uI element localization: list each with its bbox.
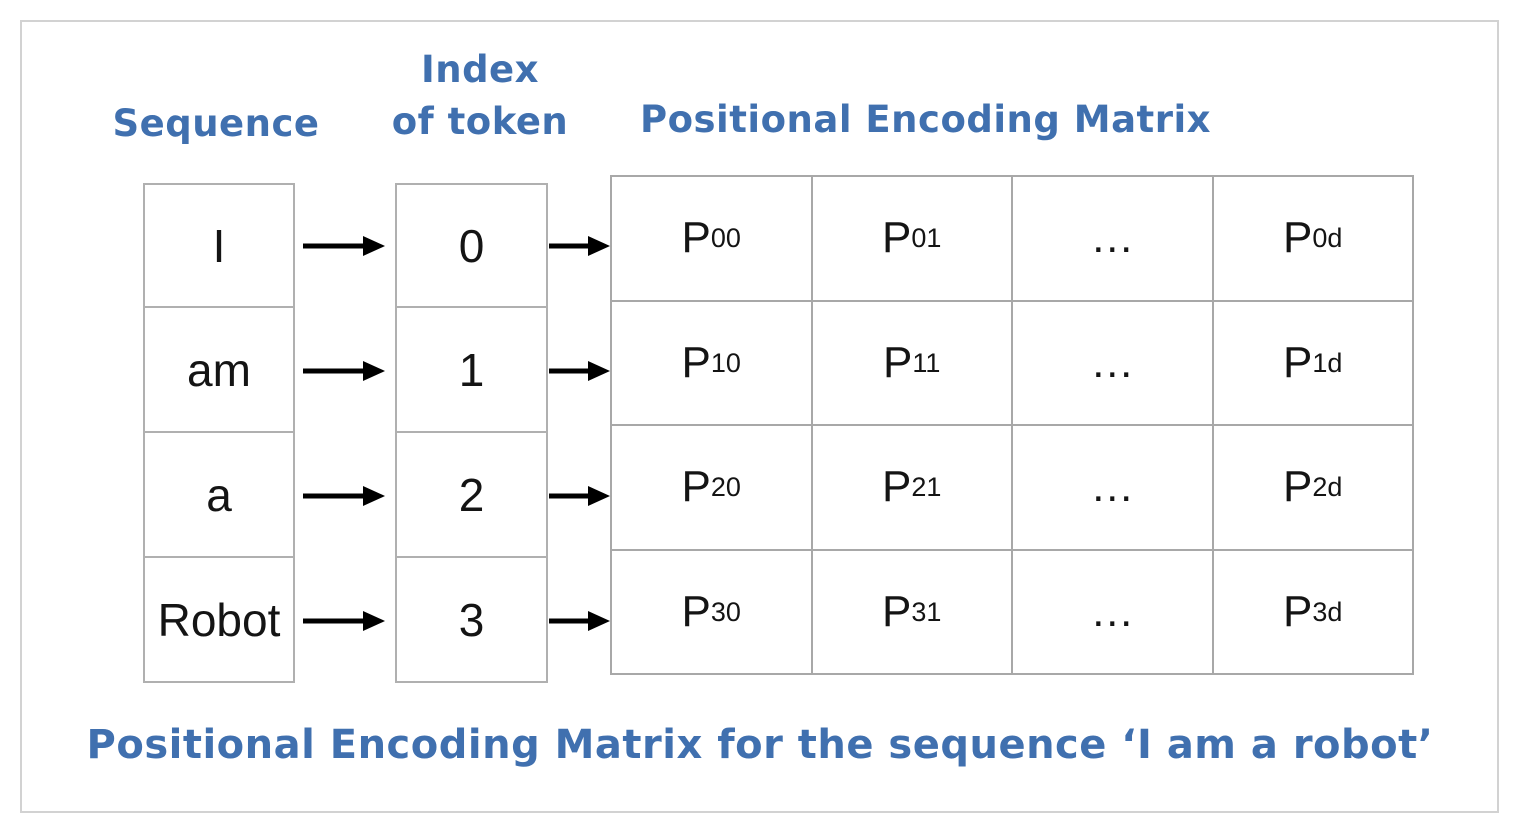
arrow-icon bbox=[303, 484, 385, 508]
matrix-cell-text: P bbox=[1283, 462, 1313, 512]
matrix-cell-ellipsis: … bbox=[1013, 426, 1214, 551]
matrix-cell-text: P bbox=[1283, 337, 1313, 387]
index-column: 0 1 2 3 bbox=[395, 183, 548, 683]
arrow-icon bbox=[303, 609, 385, 633]
arrow-icon bbox=[549, 609, 610, 633]
matrix-cell-text: P bbox=[681, 586, 711, 636]
matrix-cell-ellipsis: … bbox=[1013, 301, 1214, 426]
token-index-cell: 3 bbox=[395, 558, 548, 683]
matrix-cell-text: … bbox=[1090, 586, 1135, 636]
matrix-cell-ellipsis: … bbox=[1013, 550, 1214, 675]
arrow-icon bbox=[549, 484, 610, 508]
diagram-caption: Positional Encoding Matrix for the seque… bbox=[86, 722, 1434, 768]
matrix-cell-text: P bbox=[681, 213, 711, 263]
index-of-token-heading-line1: Index bbox=[420, 48, 540, 91]
sequence-token-cell: Robot bbox=[143, 558, 295, 683]
arrow-icon bbox=[549, 359, 610, 383]
sequence-token-cell: I bbox=[143, 183, 295, 308]
sequence-token-cell: am bbox=[143, 308, 295, 433]
matrix-heading: Positional Encoding Matrix bbox=[640, 98, 1212, 141]
matrix-cell-text: P bbox=[681, 462, 711, 512]
sequence-heading: Sequence bbox=[112, 102, 320, 145]
token-index-cell: 1 bbox=[395, 308, 548, 433]
matrix-cell-text: P bbox=[1283, 586, 1313, 636]
matrix-cell-text: … bbox=[1090, 337, 1135, 387]
token-index-cell: 0 bbox=[395, 183, 548, 308]
matrix-cell-text: P bbox=[882, 462, 912, 512]
matrix-cell-text: P bbox=[681, 337, 711, 387]
matrix-cell-text: P bbox=[883, 337, 913, 387]
sequence-column: I am a Robot bbox=[143, 183, 295, 683]
arrow-icon bbox=[303, 359, 385, 383]
arrow-icon bbox=[549, 234, 610, 258]
arrow-icon bbox=[303, 234, 385, 258]
sequence-token-cell: a bbox=[143, 433, 295, 558]
matrix-cell-text: P bbox=[882, 586, 912, 636]
matrix-cell-text: P bbox=[1283, 213, 1313, 263]
token-index-cell: 2 bbox=[395, 433, 548, 558]
matrix-cell-text: … bbox=[1090, 213, 1135, 263]
matrix-cell-ellipsis: … bbox=[1013, 177, 1214, 302]
matrix-cell-text: P bbox=[882, 213, 912, 263]
index-of-token-heading: Index of token bbox=[330, 44, 630, 148]
matrix-cell-text: … bbox=[1090, 462, 1135, 512]
index-of-token-heading-line2: of token bbox=[391, 100, 569, 143]
